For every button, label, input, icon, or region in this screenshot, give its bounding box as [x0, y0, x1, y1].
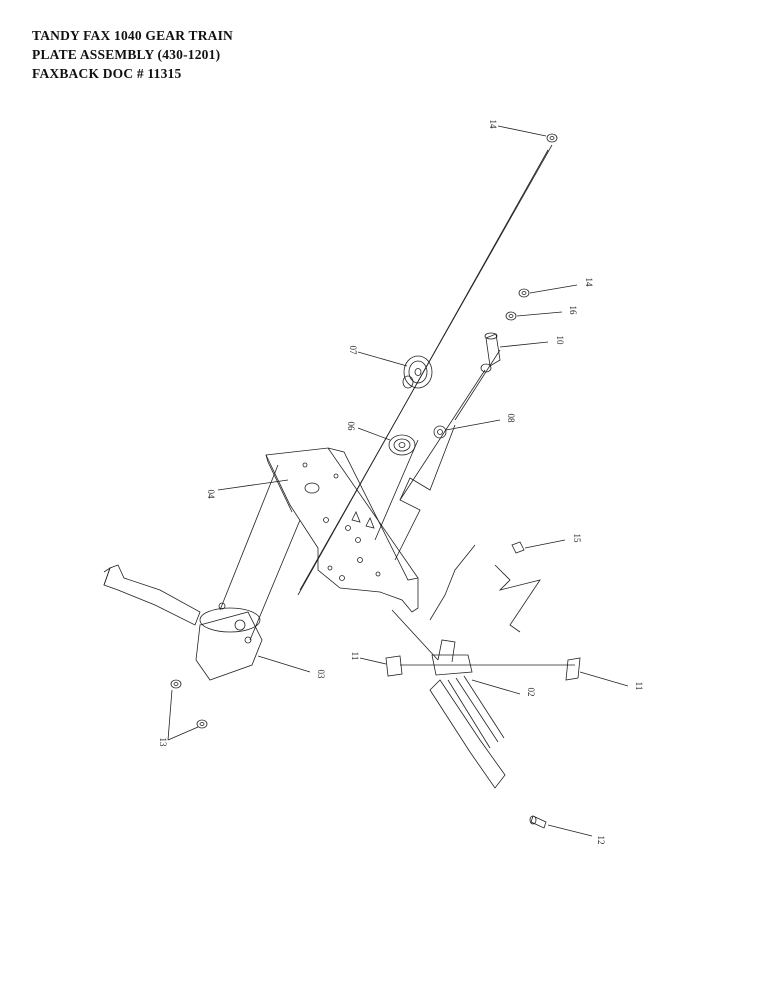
- gear-06: [388, 434, 416, 456]
- shaft-10: [480, 332, 501, 373]
- title-line-1: TANDY FAX 1040 GEAR TRAIN: [32, 28, 234, 43]
- washer-14: [518, 288, 530, 298]
- callout-12: 12: [596, 836, 606, 845]
- sensor-02: [429, 639, 506, 789]
- callout-04: 04: [206, 490, 216, 500]
- callout-labels: 14 14 16 10 07 06 08 04 15 03 11 11 02 1…: [158, 120, 644, 845]
- callout-10: 10: [555, 336, 565, 346]
- screw-12: [529, 815, 547, 829]
- gear-07: [402, 355, 433, 389]
- callout-03: 03: [316, 670, 326, 680]
- callout-14: 14: [584, 278, 594, 288]
- pad-11-right: [565, 657, 581, 681]
- callout-11-left: 11: [350, 652, 360, 661]
- screw-14-top: [546, 133, 558, 143]
- screw-13-b: [196, 719, 208, 729]
- callout-13: 13: [158, 738, 168, 748]
- screw-13-a: [170, 679, 182, 689]
- washer-16: [505, 311, 517, 321]
- gear-08: [433, 425, 447, 439]
- pad-11-left: [385, 655, 403, 677]
- callout-07: 07: [348, 346, 358, 356]
- bracket-15: [429, 541, 541, 633]
- callout-16: 16: [568, 306, 578, 316]
- document-header: TANDY FAX 1040 GEAR TRAIN PLATE ASSEMBLY…: [32, 26, 233, 83]
- callout-02: 02: [526, 688, 536, 697]
- title-line-3: FAXBACK DOC # 11315: [32, 66, 182, 81]
- ribbon-cable: [103, 564, 201, 626]
- assembly-axis-lines: [219, 144, 575, 666]
- callout-08: 08: [506, 414, 516, 424]
- callout-06: 06: [346, 422, 356, 432]
- gear-train-plate-04: [265, 447, 419, 613]
- callout-15: 15: [572, 534, 582, 544]
- leader-lines: [167, 125, 629, 837]
- title-line-2: PLATE ASSEMBLY (430-1201): [32, 47, 221, 62]
- callout-11-right: 11: [634, 682, 644, 691]
- callout-14-top: 14: [488, 120, 498, 130]
- motor-03: [195, 602, 263, 681]
